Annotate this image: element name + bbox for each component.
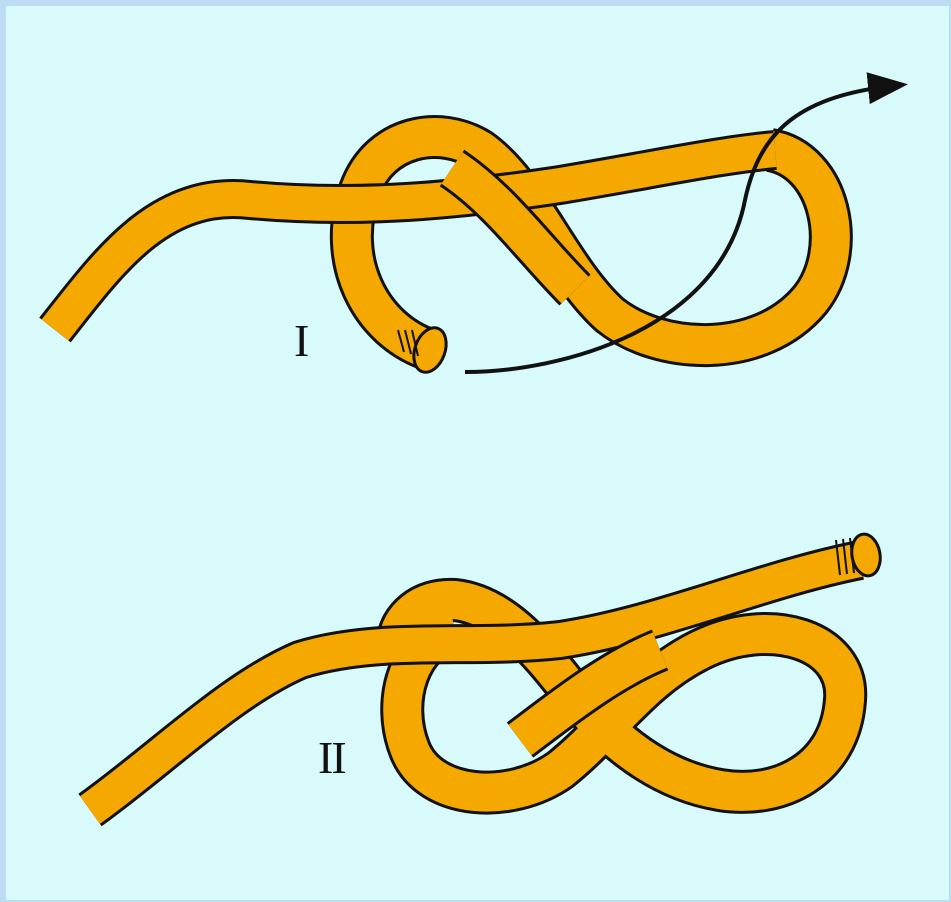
step-1-knot — [55, 85, 900, 377]
step-2-knot — [90, 532, 883, 810]
step-label-1: I — [294, 318, 307, 364]
step-label-2: II — [318, 735, 345, 781]
